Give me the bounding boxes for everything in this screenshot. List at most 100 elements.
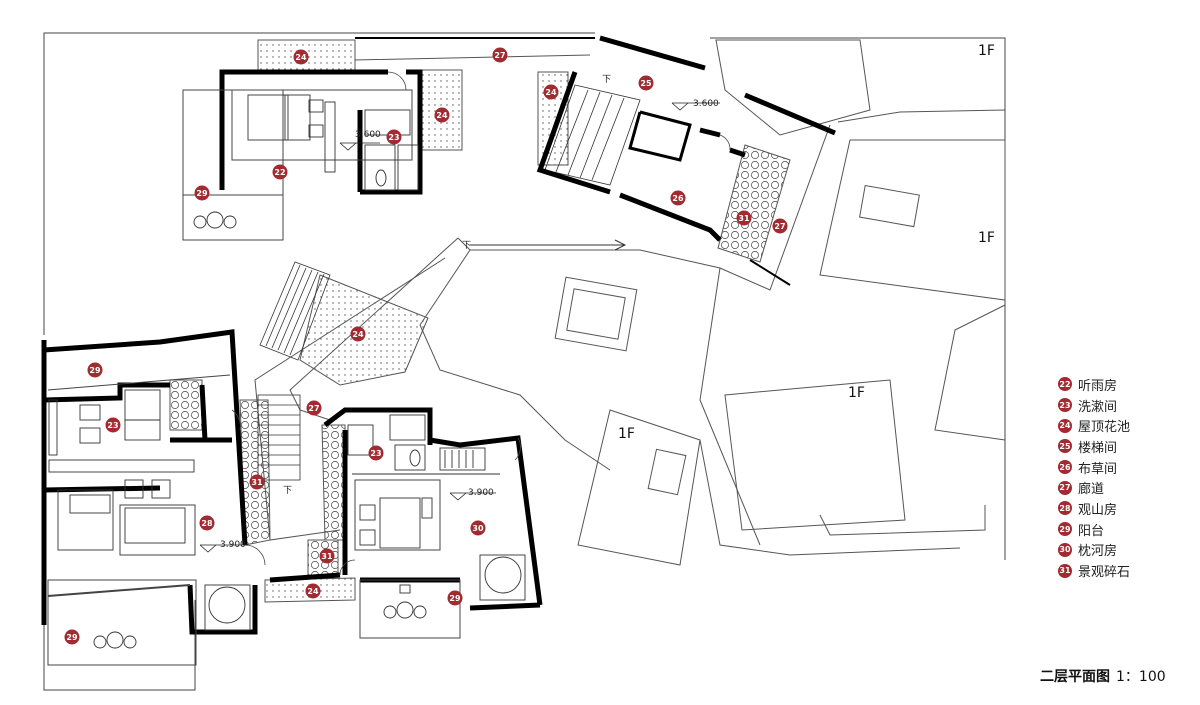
legend-item: 30 枕河房 (1058, 540, 1130, 561)
stair-down-labels: 下 下 下 (283, 75, 611, 496)
legend-badge: 27 (1058, 480, 1072, 495)
room-marker-dot (64, 629, 80, 645)
room-marker: 24 (434, 107, 450, 123)
room-marker: 23 (368, 445, 384, 461)
legend-item: 31 景观碎石 (1058, 560, 1130, 581)
room-marker-number: 24 (307, 587, 319, 596)
caption-scale: 1：100 (1116, 669, 1166, 685)
room-marker: 23 (105, 417, 121, 433)
legend-label: 观山房 (1078, 502, 1118, 518)
room-marker-number: 23 (107, 421, 118, 430)
room-marker-number: 27 (494, 51, 505, 60)
room-marker-number: 29 (449, 594, 461, 603)
room-marker-number: 30 (472, 524, 484, 533)
room-marker: 24 (350, 326, 366, 342)
room-marker-number: 31 (321, 552, 333, 561)
room-marker-dot (736, 210, 752, 226)
room-marker-dot (447, 590, 463, 606)
legend-label: 枕河房 (1078, 544, 1118, 560)
room-marker: 27 (772, 218, 788, 234)
elevation-label: 3.600 (693, 99, 719, 109)
legend-label: 景观碎石 (1078, 565, 1131, 581)
legend-badge: 26 (1058, 460, 1072, 475)
room-marker-dot (319, 548, 335, 564)
room-marker: 24 (293, 49, 309, 65)
room-marker-dot (87, 362, 103, 378)
legend-item: 25 楼梯间 (1058, 436, 1130, 457)
legend-item: 27 廊道 (1058, 477, 1130, 498)
legend-label: 阳台 (1078, 523, 1105, 539)
room-marker: 31 (249, 474, 265, 490)
room-marker: 31 (319, 548, 335, 564)
legend-label: 廊道 (1078, 482, 1105, 498)
room-marker-number: 29 (89, 366, 101, 375)
door-swings (231, 71, 731, 576)
room-marker: 25 (638, 75, 654, 91)
room-marker-number: 26 (672, 194, 684, 203)
room-marker-dot (772, 218, 788, 234)
elevation-label: 3.600 (355, 130, 381, 140)
legend-item: 28 观山房 (1058, 498, 1130, 519)
legend-badge: 24 (1058, 418, 1072, 433)
floor-label: 1F (978, 230, 995, 246)
room-marker-dot (272, 164, 288, 180)
room-marker-number: 22 (274, 168, 285, 177)
room-markers: 24 27 25 24 24 23 22 29 26 31 27 24 29 23 27 31 23 28 30 31… (64, 47, 788, 645)
elevation-tags: 3.600 3.600 3.900 3.900 (199, 99, 720, 553)
legend-label: 楼梯间 (1078, 440, 1118, 456)
room-marker: 28 (199, 515, 215, 531)
floor-label: 1F (848, 385, 865, 401)
room-marker-number: 24 (436, 111, 448, 120)
legend-badge: 31 (1058, 563, 1072, 578)
room-marker-dot (434, 107, 450, 123)
floor-label: 1F (618, 426, 635, 442)
legend-badge: 23 (1058, 398, 1072, 413)
legend-badge: 22 (1058, 377, 1072, 392)
furniture (48, 94, 526, 649)
legend-badge: 30 (1058, 542, 1072, 557)
legend-label: 听雨房 (1078, 378, 1118, 394)
room-marker: 23 (386, 129, 402, 145)
room-marker-number: 24 (352, 330, 364, 339)
legend-label: 洗漱间 (1078, 399, 1118, 415)
room-marker-number: 23 (370, 449, 381, 458)
stair-down-label: 下 (602, 75, 611, 85)
floor-label: 1F (978, 43, 995, 59)
room-marker-number: 25 (640, 79, 652, 88)
room-marker-dot (194, 185, 210, 201)
room-marker: 31 (736, 210, 752, 226)
legend-badge: 28 (1058, 501, 1072, 516)
room-marker-dot (386, 129, 402, 145)
legend-item: 22 听雨房 (1058, 374, 1130, 395)
room-marker: 29 (64, 629, 80, 645)
site-boundary (43, 32, 1006, 691)
room-marker-dot (543, 84, 559, 100)
landscape-gravel (169, 144, 791, 576)
room-marker: 26 (670, 190, 686, 206)
legend-badge: 25 (1058, 439, 1072, 454)
room-marker-number: 29 (196, 189, 208, 198)
room-marker-dot (470, 520, 486, 536)
room-marker: 24 (543, 84, 559, 100)
stair-flights (257, 84, 641, 481)
room-marker-dot (293, 49, 309, 65)
room-marker: 29 (447, 590, 463, 606)
room-marker: 27 (306, 400, 322, 416)
room-marker: 30 (470, 520, 486, 536)
room-marker-number: 23 (388, 133, 399, 142)
room-marker-dot (105, 417, 121, 433)
room-marker: 24 (305, 583, 321, 599)
room-marker: 22 (272, 164, 288, 180)
room-marker: 29 (194, 185, 210, 201)
room-marker-dot (350, 326, 366, 342)
first-floor-outlines (577, 39, 1006, 566)
room-marker-dot (199, 515, 215, 531)
legend-item: 26 布草间 (1058, 457, 1130, 478)
legend-label: 布草间 (1078, 461, 1118, 477)
room-marker-number: 29 (66, 633, 78, 642)
room-marker: 27 (492, 47, 508, 63)
room-marker-number: 31 (251, 478, 263, 487)
room-marker-dot (249, 474, 265, 490)
